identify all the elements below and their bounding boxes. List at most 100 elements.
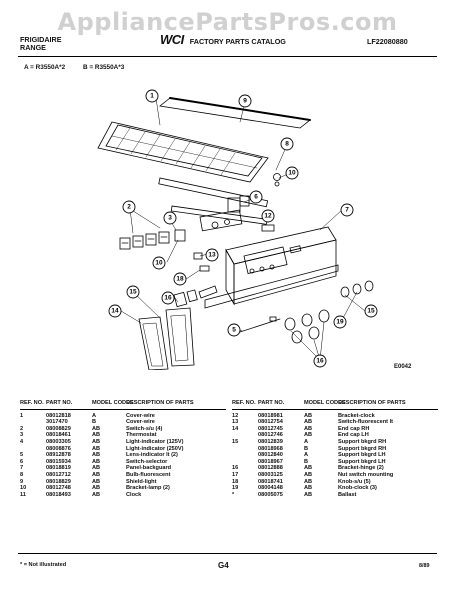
cell-model: AB [92, 438, 101, 445]
cell-desc: Support bkgrd LH [338, 452, 386, 459]
callout-13: 13 [205, 248, 219, 262]
cell-ref: 3 [20, 432, 24, 439]
catalog-header: WCI FACTORY PARTS CATALOG [160, 33, 310, 46]
cell-desc: Panel-backguard [126, 465, 172, 472]
cell-part: 08012839 [258, 438, 283, 445]
cell-part: 08004148 [258, 485, 283, 492]
callout-15a: 15 [126, 285, 140, 299]
diagram-ref-code: E0042 [394, 364, 412, 370]
svg-text:18: 18 [176, 276, 184, 283]
cell-ref: 14 [232, 425, 239, 432]
cell-model: AB [304, 485, 313, 492]
part-cover-wire [97, 121, 269, 183]
cell-part: 08018829 [46, 478, 71, 485]
cell-model: AB [304, 412, 313, 419]
cell-part: 08018741 [258, 478, 283, 485]
model-legend: A = R3550A*2 B = R3550A*3 [24, 64, 140, 71]
cell-desc: Light-indicator (125V) [126, 438, 184, 445]
callout-12: 12 [261, 209, 275, 223]
cell-part: 08018968 [258, 445, 283, 452]
cell-model: AB [304, 432, 313, 439]
cell-part: 08012888 [258, 465, 283, 472]
table-header-left: REF. NO. PART NO. MODEL CODES DESCRIPTIO… [20, 400, 226, 410]
cell-desc: Bulb-fluorescent [126, 471, 171, 478]
svg-text:9: 9 [243, 98, 247, 105]
cell-part: 08012748 [46, 485, 71, 492]
cell-part: 08018493 [46, 491, 71, 498]
cell-ref: 5 [20, 452, 24, 459]
cell-part: 08018967 [258, 458, 283, 465]
cell-part: 08012745 [258, 425, 283, 432]
svg-text:15: 15 [129, 289, 137, 296]
cell-ref: 15 [232, 438, 239, 445]
cell-model: AB [304, 471, 313, 478]
cell-part: 08912878 [46, 452, 71, 459]
table-row: * 08005075 AB Ballast [232, 492, 438, 499]
cell-desc: Shield-light [126, 478, 157, 485]
svg-text:14: 14 [111, 308, 119, 315]
cell-model: AB [92, 471, 101, 478]
cell-ref: 9 [20, 478, 24, 485]
catalog-date: 8/89 [419, 563, 430, 569]
cell-ref: 1 [20, 412, 24, 419]
cell-part: 08018819 [46, 465, 71, 472]
cell-desc: Bracket-hinge (2) [338, 465, 384, 472]
svg-text:2: 2 [127, 204, 131, 211]
model-b: B = R3550A*3 [82, 64, 125, 71]
cell-ref: 8 [20, 471, 24, 478]
cell-model: AB [304, 425, 313, 432]
brand-header: FRIGIDAIRE RANGE [20, 36, 62, 52]
callout-16b: 16 [313, 354, 327, 368]
cell-model: AB [92, 425, 101, 432]
cell-model: AB [92, 485, 101, 492]
cell-model: AB [92, 452, 101, 459]
cell-part: 08012840 [258, 452, 283, 459]
watermark: AppliancePartsPros.com [57, 8, 398, 36]
svg-text:8: 8 [285, 141, 289, 148]
cell-desc: Knob-clock (3) [338, 485, 377, 492]
svg-text:10: 10 [155, 260, 163, 267]
cell-part: 08005075 [258, 491, 283, 498]
brand-line1: FRIGIDAIRE [20, 35, 62, 44]
svg-text:5: 5 [232, 327, 236, 334]
cell-model: A [304, 438, 309, 445]
cell-part: 08018461 [46, 432, 71, 439]
svg-text:7: 7 [345, 207, 349, 214]
callout-1: 1 [145, 89, 159, 103]
svg-text:16: 16 [316, 358, 324, 365]
svg-text:19: 19 [336, 319, 344, 326]
cell-ref [232, 432, 258, 439]
part-support-bkgrd [138, 307, 195, 370]
cell-ref: 2 [20, 425, 24, 432]
cell-model: AB [304, 491, 313, 498]
cell-desc: Bracket-lamp (2) [126, 485, 170, 492]
callout-6: 6 [249, 190, 263, 204]
part-shield-light [159, 97, 311, 129]
callout-10b: 10 [152, 256, 166, 270]
svg-text:1: 1 [150, 93, 154, 100]
cell-ref [20, 419, 46, 426]
cell-ref: * [232, 491, 235, 498]
svg-text:6: 6 [254, 194, 258, 201]
cell-desc: Knob-s/u (5) [338, 478, 371, 485]
cell-desc: Ballast [338, 491, 357, 498]
cell-model: AB [92, 491, 101, 498]
exploded-parts-diagram: 1 9 8 10 6 2 3 12 7 13 10 18 15 16 14 5 … [97, 89, 378, 370]
cell-desc: Bracket-clock [338, 412, 375, 419]
catalog-title: FACTORY PARTS CATALOG [189, 37, 286, 46]
svg-text:3: 3 [168, 215, 172, 222]
cell-part: 08012754 [258, 419, 283, 426]
